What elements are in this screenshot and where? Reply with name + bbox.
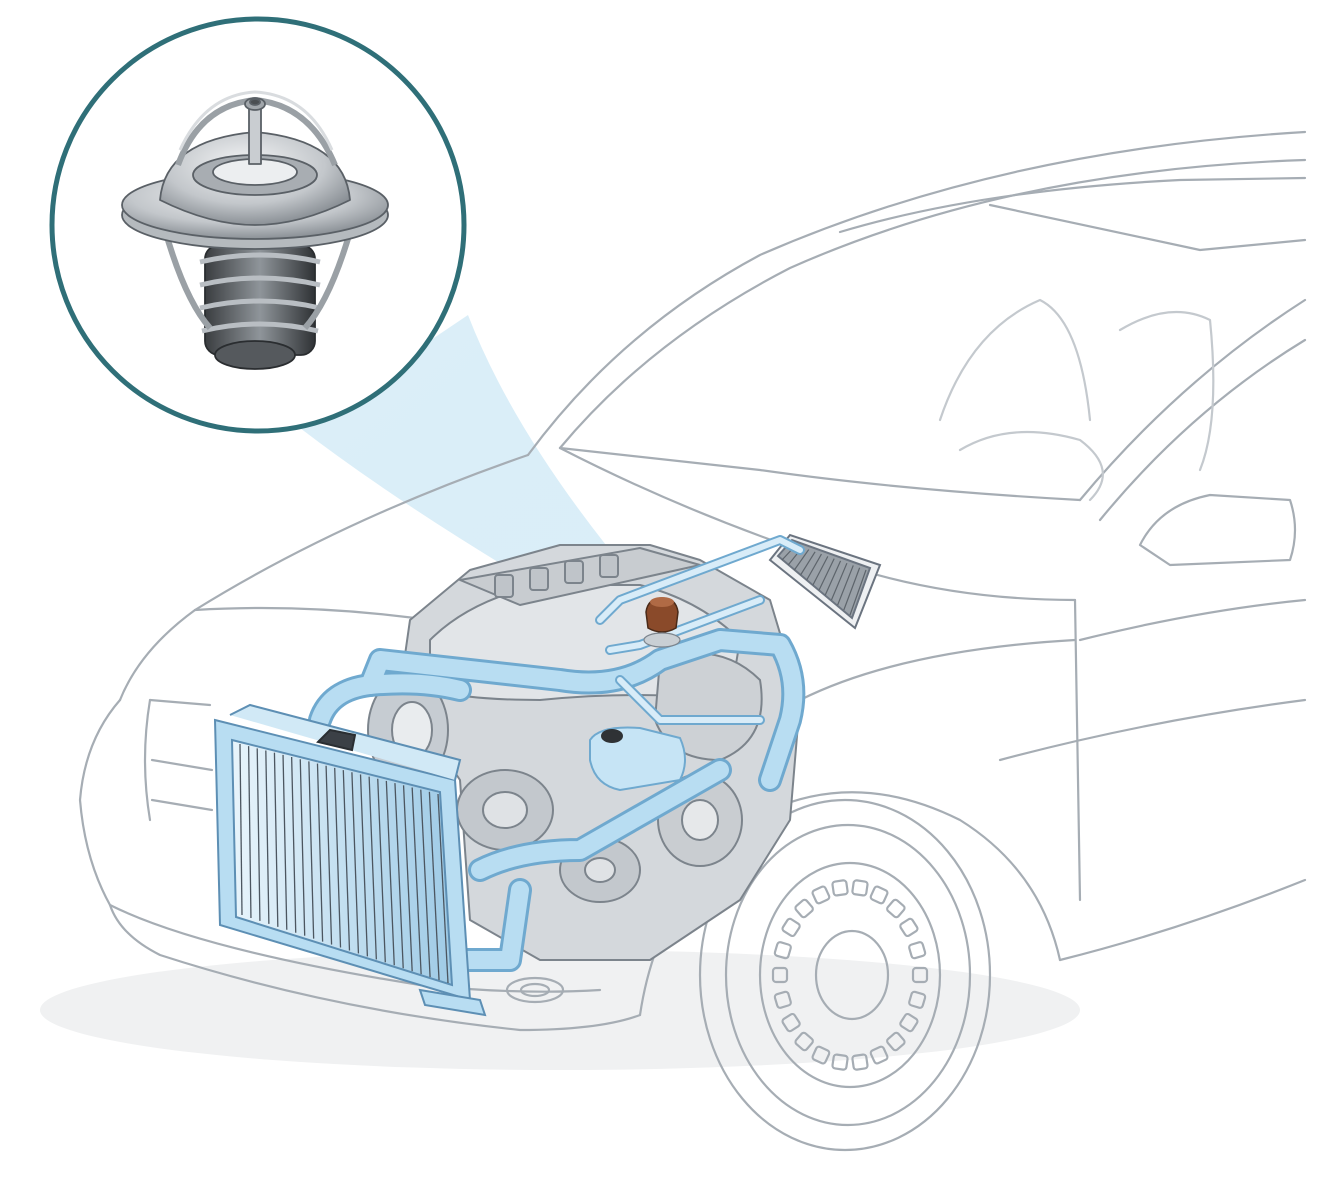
radiator-fin [247,746,252,918]
wheel-vent-hole [869,1045,889,1065]
wheel-vent-hole [899,1012,919,1033]
wheel-vent-hole [851,1053,869,1071]
heater-core-fin [812,556,829,586]
coolant-hose-icon [308,535,806,972]
radiator-fin [394,783,404,969]
wheel-vent-holes [771,879,929,1071]
heater-core-fin [818,558,835,591]
radiator-fin [385,780,395,966]
radiator-fin [316,763,324,942]
radiator-fin [437,793,449,984]
heater-core-fin [800,551,816,576]
radiator-fin [299,759,306,936]
radiator-fin [420,789,431,978]
wheel-vent-hole [908,941,927,960]
thermostat-housing-icon [643,597,681,648]
wheel-vent-hole [781,1012,801,1033]
coolant-reservoir-icon [589,726,686,792]
radiator-fin [325,765,333,945]
thermostat-icon [121,90,389,370]
wheel-vent-hole [773,941,792,960]
radiator-fin [359,774,369,957]
wheel-vent-hole [899,917,919,938]
car-body-icon [78,130,1307,1032]
wheel-vent-hole [831,879,849,897]
heater-core-fin [793,549,810,571]
wheel-vent-hole [771,966,789,984]
radiator-fin [282,754,288,930]
wheel-vent-hole [811,885,831,905]
front-wheel-icon [698,798,992,1152]
radiator-fin [256,748,261,921]
radiator-fin [334,767,342,948]
radiator-icon [213,703,487,1017]
radiator-fin [273,752,279,927]
wheel-vent-hole [781,917,801,938]
radiator-fin [428,791,440,981]
heater-core-icon [768,533,882,630]
wheel-vent-hole [811,1045,831,1065]
heater-core-fin [843,567,861,611]
radiator-fin [291,757,297,933]
heater-core-fin [830,562,848,601]
wheel-vent-hole [886,898,906,919]
radiator-fin [377,778,386,963]
wheel-vent-hole [794,1031,814,1052]
wheel-vent-hole [886,1031,906,1052]
ground-shadow [40,950,1080,1070]
radiator-fin [308,761,315,939]
radiator-fin [239,743,243,916]
heater-core-fin [824,560,842,596]
wheel-vent-hole [831,1053,849,1071]
wheel-vent-hole [773,990,792,1009]
wheel-vent-hole [908,990,927,1009]
heater-core-fin [837,565,854,606]
wheel-vent-hole [869,885,889,905]
radiator-fin [265,750,270,924]
heater-core-fin [806,553,822,581]
radiator-fin [402,785,413,972]
wheel-vent-hole [851,879,869,897]
radiator-fin [342,770,351,951]
heater-core-fin [849,569,867,616]
wheel-vent-hole [911,966,929,984]
wheel-vent-hole [794,898,814,919]
radiator-fin [368,776,377,960]
radiator-fin [411,787,422,975]
radiator-fin [351,772,360,954]
